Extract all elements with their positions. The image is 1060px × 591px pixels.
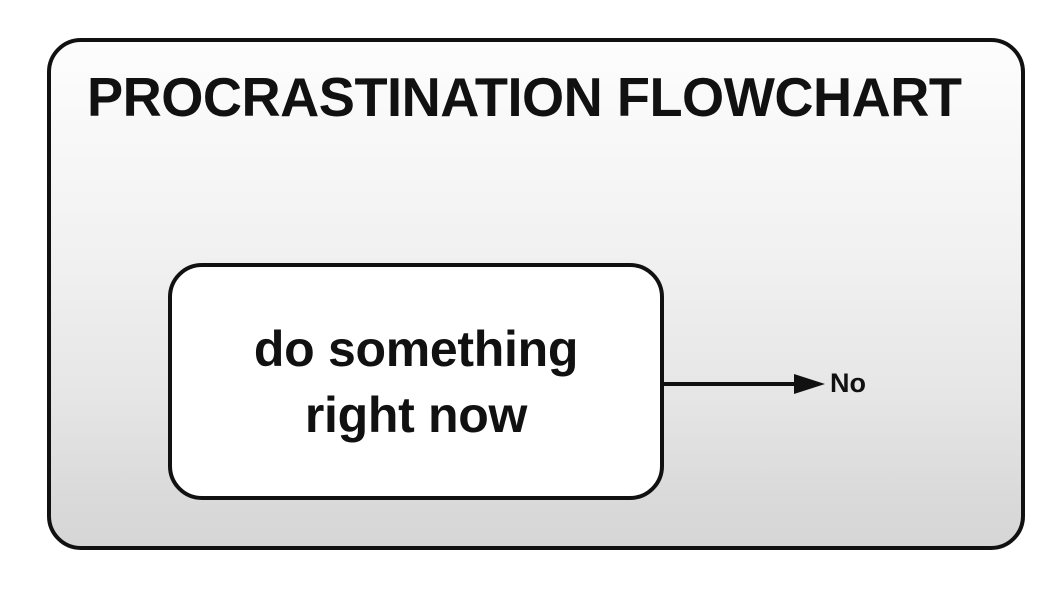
flowchart-node-do-something-right-now[interactable]: do something right now (168, 263, 664, 500)
flowchart-node-label: do something right now (253, 320, 579, 443)
arrow-head-icon (794, 374, 825, 394)
flowchart-arrow-no (660, 374, 825, 394)
page-title: PROCRASTINATION FLOWCHART (87, 66, 962, 128)
flowchart-panel: PROCRASTINATION FLOWCHART do something r… (47, 38, 1025, 550)
flowchart-edge-label-no: No (830, 368, 866, 398)
